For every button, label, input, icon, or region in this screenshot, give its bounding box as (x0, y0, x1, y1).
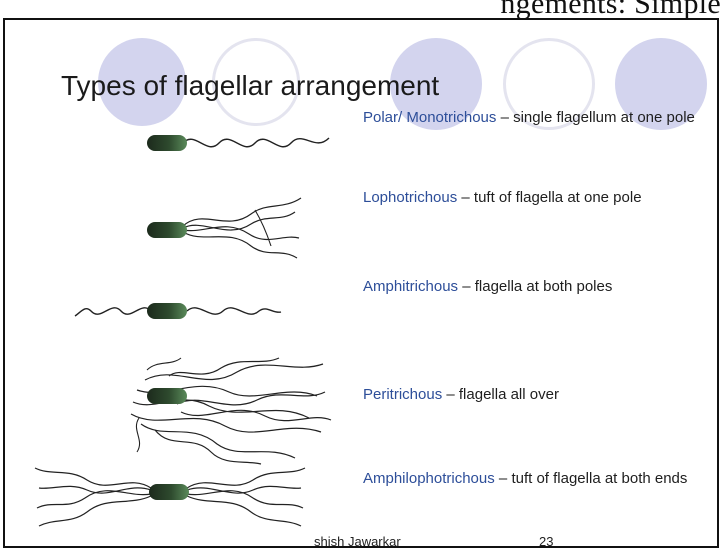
bacterium-cell (147, 135, 187, 151)
arrangement-description: tuft of flagella at one pole (474, 189, 642, 206)
bacterium-cell (147, 222, 187, 238)
bacterium-cell (147, 388, 187, 404)
arrangement-row-peritrichous: Peritrichous – flagella all over (363, 384, 703, 406)
term-separator: – (442, 386, 459, 403)
arrangement-description: tuft of flagella at both ends (511, 470, 687, 487)
top-page-strip: ngements: Simple (0, 0, 725, 20)
footer-author: shish Jawarkar (314, 534, 401, 548)
monotrichous-illustration (147, 135, 329, 151)
arrangement-description: flagella at both poles (475, 278, 613, 295)
arrangement-row-amphitrichous: Amphitrichous – flagella at both poles (363, 276, 703, 298)
bacterium-cell (149, 484, 189, 500)
amphilophotrichous-illustration (35, 468, 305, 526)
slide: Types of flagellar arrangement (3, 18, 719, 548)
term-separator: – (496, 109, 513, 126)
arrangement-row-monotrichous: Polar/ Monotrichous – single flagellum a… (363, 107, 703, 129)
lophotrichous-illustration (147, 198, 301, 258)
arrangement-description: single flagellum at one pole (513, 109, 695, 126)
top-strip-text: ngements: Simple (500, 0, 721, 20)
arrangement-term: Amphitrichous (363, 278, 458, 295)
term-separator: – (458, 278, 475, 295)
arrangement-term: Polar/ Monotrichous (363, 109, 496, 126)
peritrichous-illustration (131, 358, 331, 464)
footer-page-number: 23 (539, 534, 553, 548)
term-separator: – (457, 189, 474, 206)
arrangement-row-amphilophotrichous: Amphilophotrichous – tuft of flagella at… (363, 468, 703, 490)
arrangement-term: Lophotrichous (363, 189, 457, 206)
bacterium-cell (147, 303, 187, 319)
arrangement-term: Amphilophotrichous (363, 470, 495, 487)
arrangement-term: Peritrichous (363, 386, 442, 403)
arrangement-row-lophotrichous: Lophotrichous – tuft of flagella at one … (363, 187, 703, 209)
amphitrichous-illustration (75, 303, 281, 319)
arrangement-description: flagella all over (459, 386, 559, 403)
term-separator: – (495, 470, 512, 487)
